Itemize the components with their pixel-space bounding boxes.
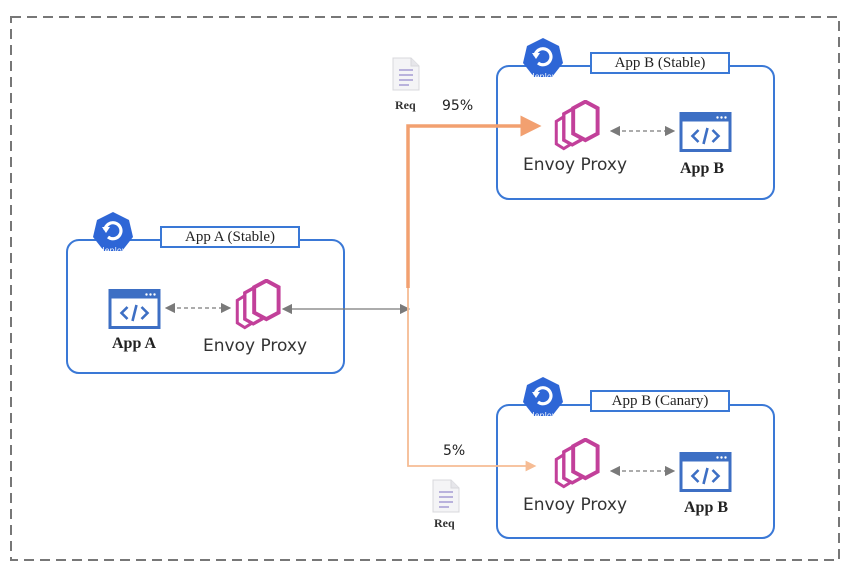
app-b-canary-title-box: App B (Canary) [590,390,730,412]
app-b-stable-envoy-icon [556,102,597,149]
app-b-stable-title-box: App B (Stable) [590,52,730,74]
route-canary-line [407,288,537,472]
app-b-canary-title: App B (Canary) [611,392,709,409]
app-b-canary-code-icon [679,452,732,492]
app-b-stable-code-icon [679,112,732,152]
request-top-label: Req [395,98,416,112]
app-b-stable-title: App B (Stable) [614,54,706,71]
route-stable-line [406,115,542,288]
outer-frame [10,16,840,561]
app-b-canary-badge-text: deploy [530,411,557,420]
request-top-document-icon [392,57,420,91]
app-a-label: App A [112,335,157,352]
stable-traffic-percent: 95% [442,98,474,114]
app-a-title-box: App A (Stable) [160,226,300,248]
app-a-envoy-icon [237,281,278,328]
app-b-stable-group-box [496,65,775,200]
app-a-title: App A (Stable) [185,228,275,245]
request-bottom-document-icon [432,479,460,513]
app-a-code-icon [108,289,161,329]
app-b-canary-app-label: App B [684,499,729,516]
app-a-envoy-label: Envoy Proxy [203,336,308,356]
app-b-canary-envoy-icon [556,440,597,487]
app-b-stable-app-label: App B [680,160,725,177]
app-a-badge-text: deploy [100,246,127,255]
app-b-stable-badge-text: deploy [530,72,557,81]
app-b-stable-envoy-label: Envoy Proxy [523,155,628,175]
app-b-canary-group-box [496,404,775,539]
request-bottom-label: Req [434,516,455,530]
canary-traffic-percent: 5% [443,443,466,459]
app-b-canary-envoy-label: Envoy Proxy [523,495,628,515]
